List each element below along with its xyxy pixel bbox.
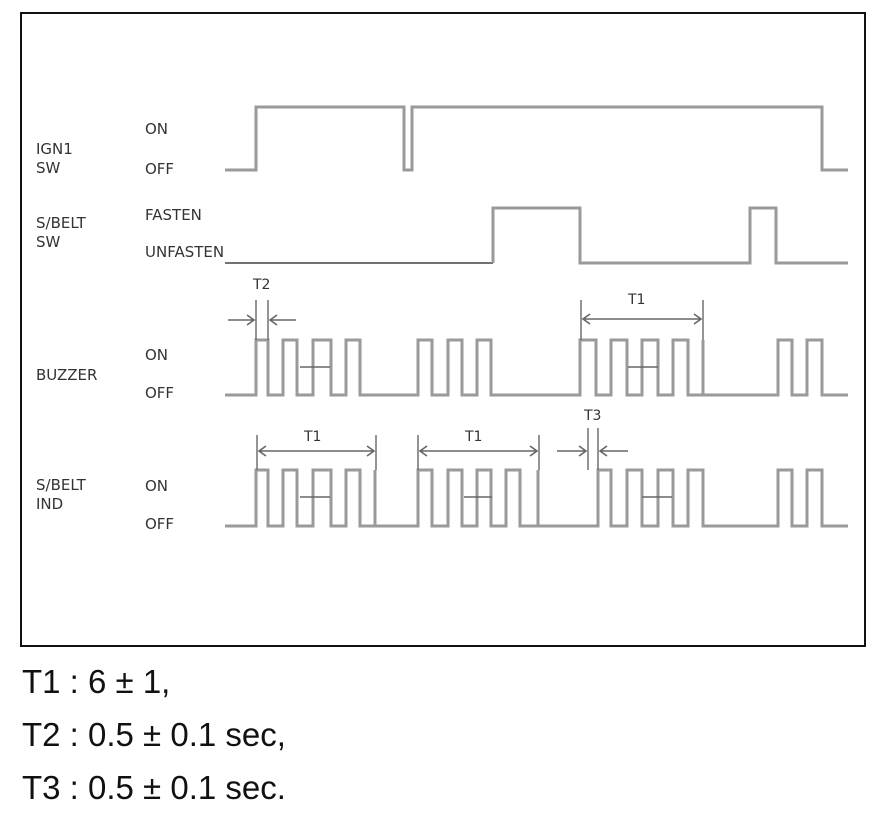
t1-ind2-arrow [418,445,539,457]
note-t1: T1 : 6 ± 1, [22,663,171,700]
sbelt-sw-name-line2: SW [36,233,61,251]
t2-label: T2 [252,277,270,293]
note-t2: T2 : 0.5 ± 0.1 sec, [22,716,286,753]
sbelt-ind-on-label: ON [145,477,168,495]
timing-diagram: IGN1 SW S/BELT SW BUZZER S/BELT IND ON O… [36,105,848,533]
ign1-waveform [225,105,848,172]
t1-buzzer-arrow [581,313,703,325]
sbelt-sw-unfasten-label: UNFASTEN [145,243,224,261]
buzzer-on-label: ON [145,346,168,364]
note-t3: T3 : 0.5 ± 0.1 sec. [22,769,286,806]
ign1-name-line1: IGN1 [36,140,73,158]
t3-arrow-right [598,445,628,457]
sbelt-ind-name-line1: S/BELT [36,476,87,494]
sbelt-ind-waveform [225,468,848,528]
t1-label-buzzer: T1 [627,292,645,308]
t3-label: T3 [583,408,601,424]
diagram-frame [20,12,866,647]
t1-label-ind-2: T1 [464,429,482,445]
t1-label-ind-1: T1 [303,429,321,445]
sbelt-sw-fasten-label: FASTEN [145,206,202,224]
ign1-off-label: OFF [145,160,174,178]
t3-arrow-left [557,445,588,457]
sbelt-sw-name-line1: S/BELT [36,214,87,232]
ign1-name-line2: SW [36,159,61,177]
buzzer-name: BUZZER [36,366,97,384]
sbelt-sw-waveform [491,206,848,265]
t2-arrow-right [268,314,296,326]
ign1-on-label: ON [145,120,168,138]
buzzer-off-label: OFF [145,384,174,402]
t1-ind1-arrow [257,445,376,457]
sbelt-ind-off-label: OFF [145,515,174,533]
sbelt-ind-name-line2: IND [36,495,63,513]
timing-notes: T1 : 6 ± 1, T2 : 0.5 ± 0.1 sec, T3 : 0.5… [22,655,286,814]
t2-arrow-left [228,314,256,326]
